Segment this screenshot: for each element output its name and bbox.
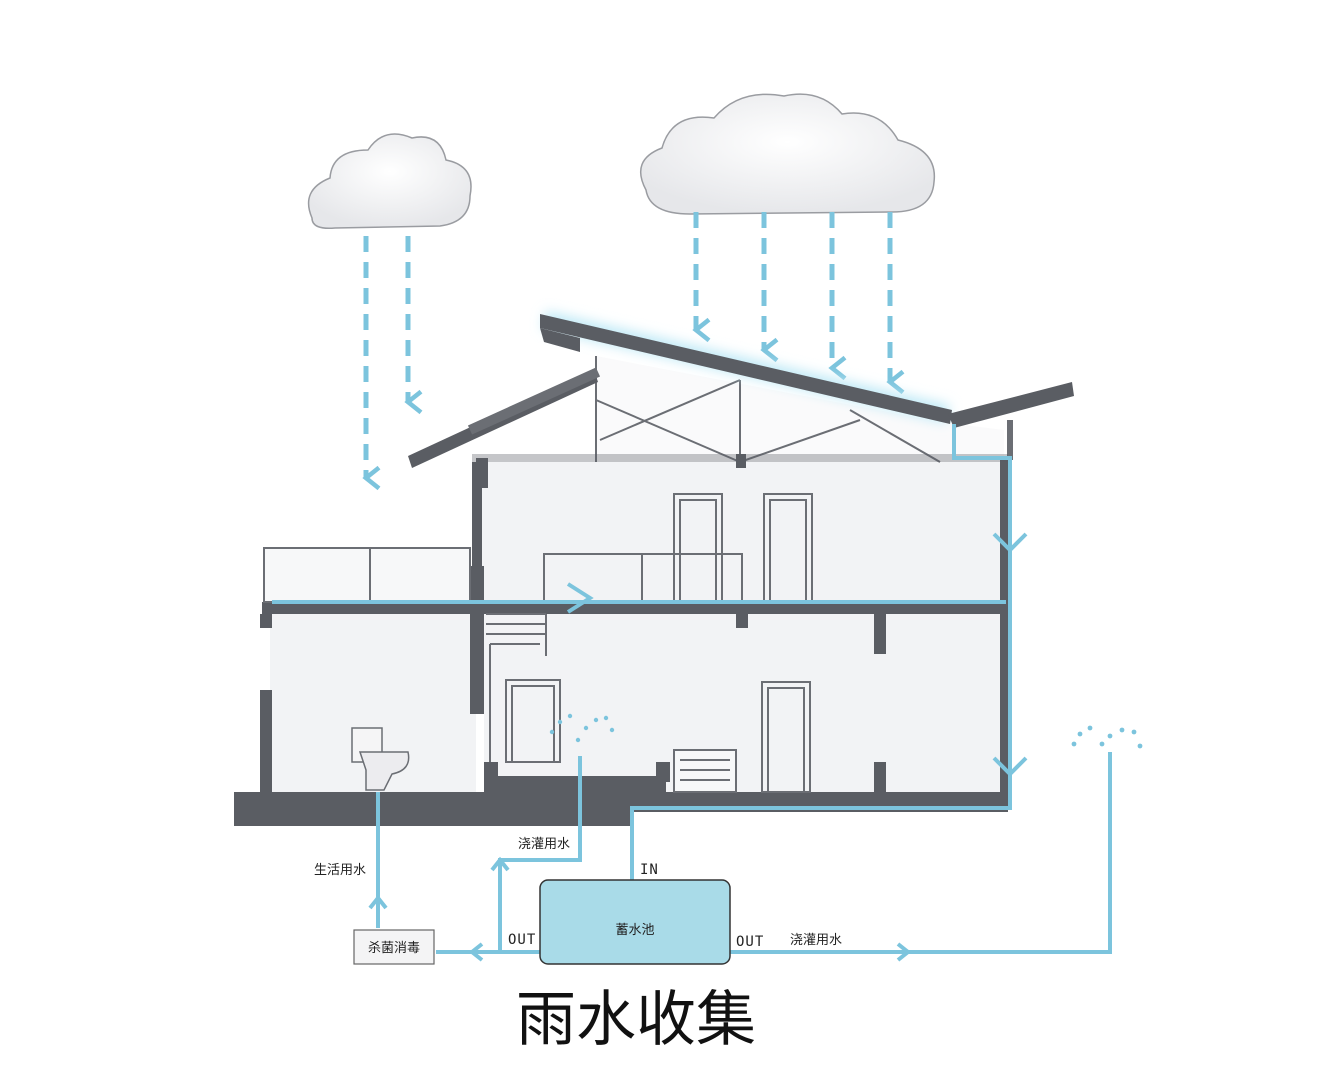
- distribution-pipes: [368, 752, 1112, 962]
- domestic-water-label: 生活用水: [314, 863, 366, 878]
- rain-arrows: [362, 212, 905, 491]
- tank-out-left-label: OUT: [508, 932, 536, 948]
- terrace-railing: [263, 547, 471, 603]
- gutter-pipes: [272, 424, 1012, 880]
- sprinkler-right-icon: [1071, 725, 1143, 749]
- roof-right: [948, 382, 1074, 460]
- flow-chevrons: [566, 532, 1028, 777]
- sprinkler-left-icon: [549, 713, 615, 743]
- cabinet: [673, 749, 737, 793]
- irrigation-left-label: 浇灌用水: [518, 837, 570, 852]
- house-section: [234, 311, 1074, 826]
- disinfection-box: 杀菌消毒: [353, 929, 435, 965]
- irrigation-right-label: 浇灌用水: [790, 933, 842, 948]
- roof-main: [540, 311, 952, 424]
- roof-left: [408, 367, 601, 468]
- tank-in-label: IN: [640, 862, 659, 878]
- toilet-icon: [351, 727, 410, 791]
- storage-tank: 蓄水池: [539, 879, 731, 965]
- tank-out-right-label: OUT: [736, 934, 764, 950]
- cloud-left-icon: [307, 133, 472, 230]
- diagram-title: 雨水收集: [516, 985, 756, 1055]
- cloud-right-icon: [640, 93, 936, 215]
- disinfection-label: 杀菌消毒: [368, 941, 420, 956]
- tank-label: 蓄水池: [615, 923, 654, 938]
